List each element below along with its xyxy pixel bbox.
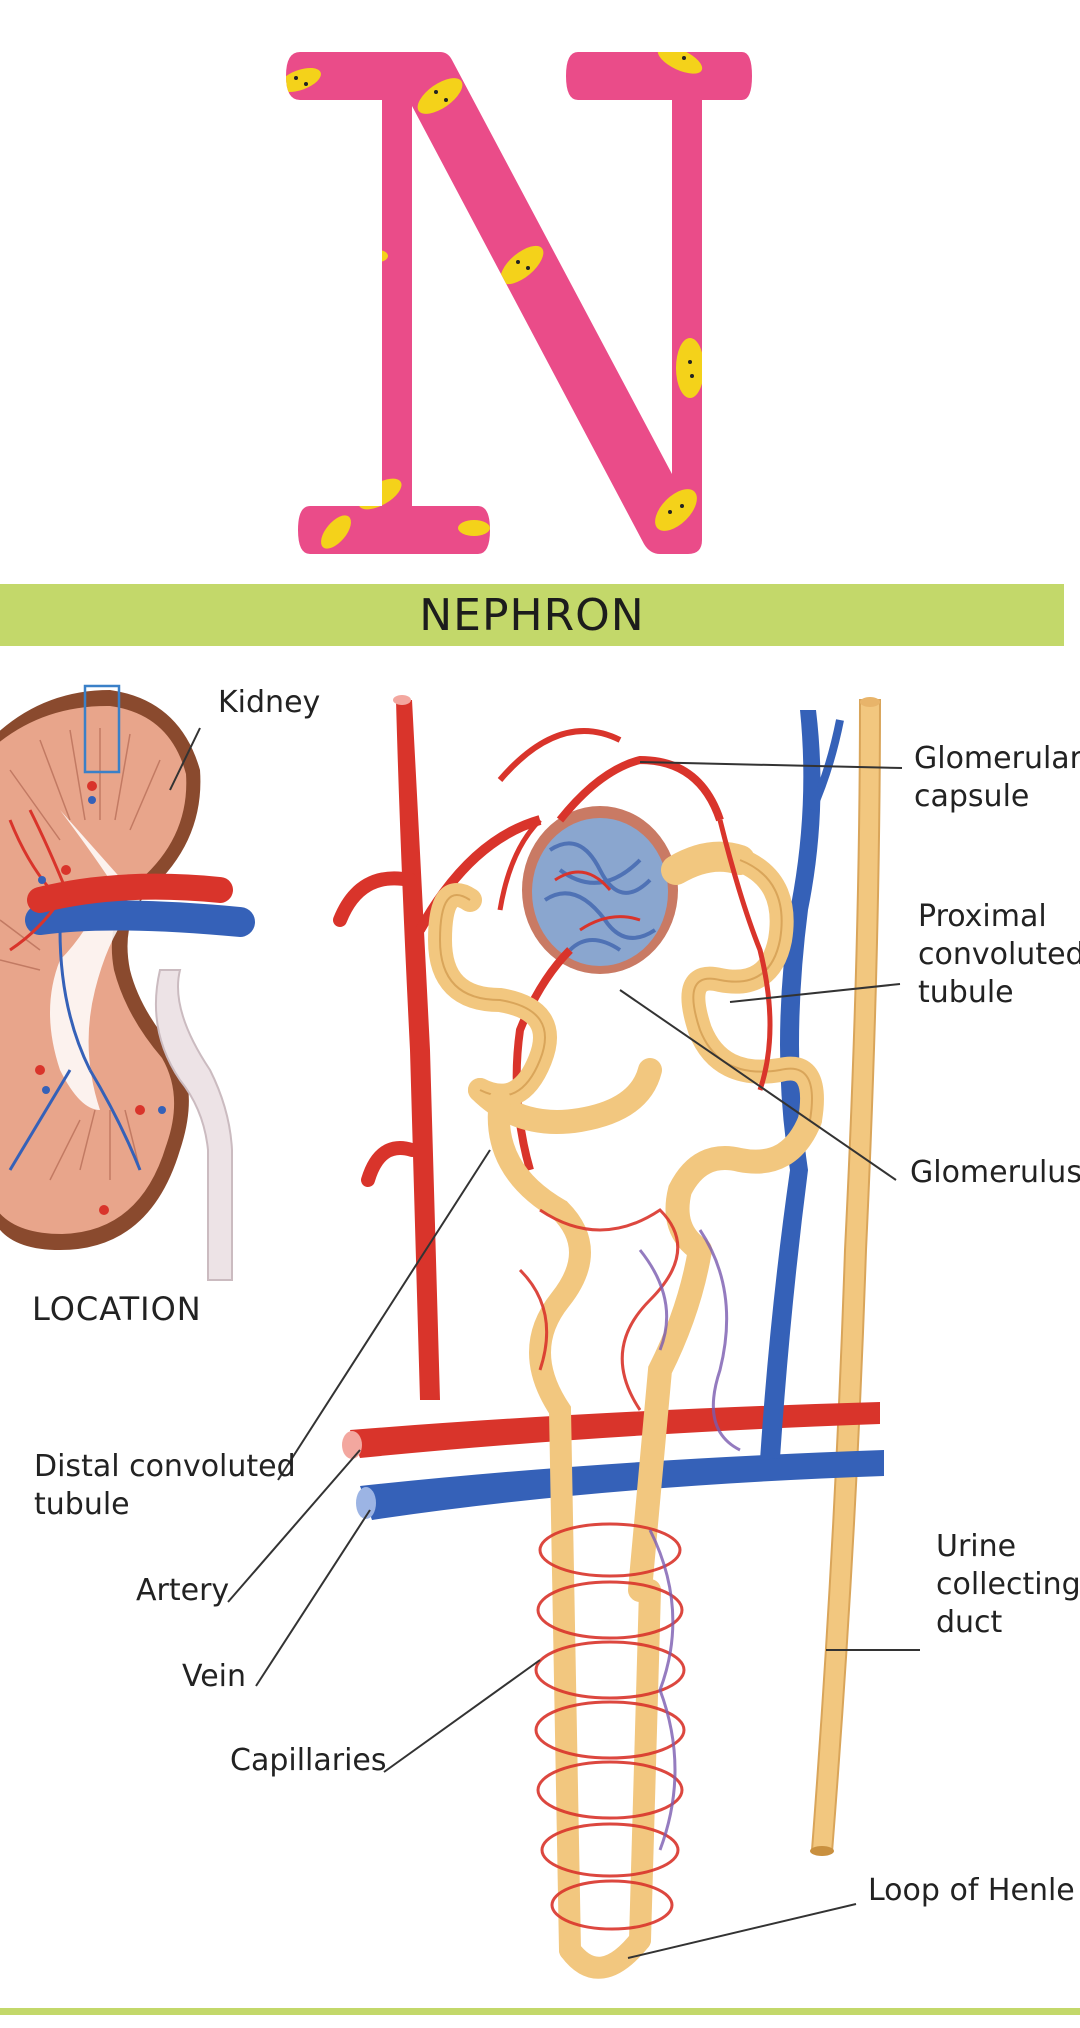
glomerulus-label: Glomerulus — [910, 1155, 1080, 1190]
glomerular-capsule-label: Glomerular capsule — [914, 741, 1080, 814]
title-bar: NEPHRON — [0, 584, 1064, 646]
location-label: LOCATION — [32, 1290, 202, 1328]
distal-tubule-label: Distal convoluted tubule — [34, 1449, 296, 1522]
collecting-duct-label: Urine collecting duct — [936, 1529, 1080, 1640]
header-letter-graphic — [0, 0, 1080, 570]
capillaries-label: Capillaries — [230, 1743, 387, 1778]
nephron-structure — [333, 695, 884, 1979]
vein-label: Vein — [182, 1659, 246, 1694]
letter-n-shape — [286, 52, 752, 554]
nephron-diagram: Kidney LOCATION Glomerular capsule Proxi… — [0, 650, 1080, 2010]
kidney-illustration — [0, 684, 255, 1281]
artery-label: Artery — [136, 1573, 230, 1608]
diagram-title: NEPHRON — [419, 589, 645, 641]
proximal-tubule-label: Proximal convoluted tubule — [918, 899, 1080, 1010]
kidney-label: Kidney — [218, 685, 321, 720]
leader-lines — [227, 761, 920, 1959]
loop-of-henle-label: Loop of Henle — [868, 1873, 1075, 1908]
nephron-illustration — [0, 684, 920, 1979]
bottom-divider — [0, 2008, 1080, 2015]
